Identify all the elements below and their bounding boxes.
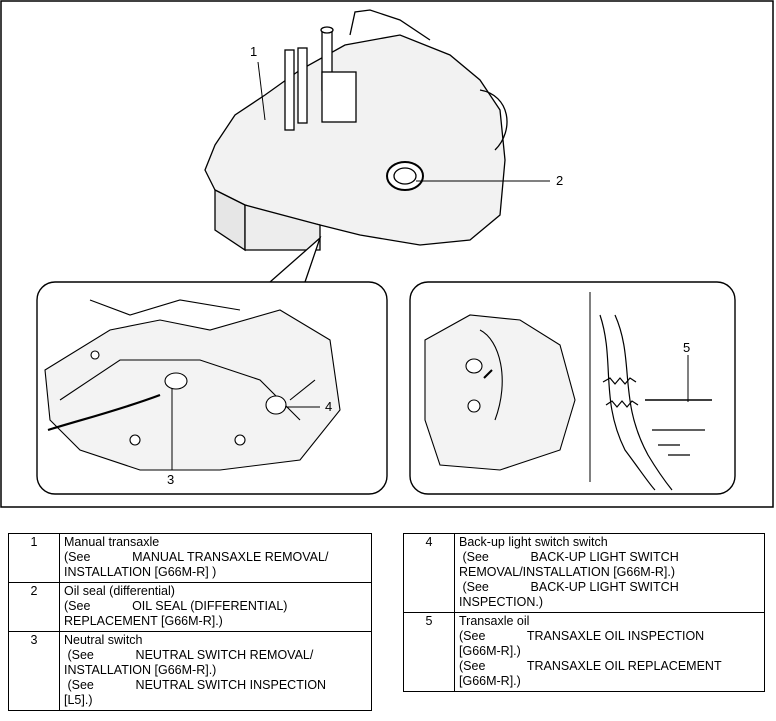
callout-4: 4 xyxy=(325,399,333,414)
legend-description: Oil seal (differential)(See OIL SEAL (DI… xyxy=(59,582,372,632)
legend-row: 1 Manual transaxle(See MANUAL TRANSAXLE … xyxy=(8,533,372,583)
callout-3: 3 xyxy=(167,472,175,487)
legend-description: Transaxle oil(See TRANSAXLE OIL INSPECTI… xyxy=(454,612,765,692)
legend-number: 3 xyxy=(8,631,60,711)
legend-number: 1 xyxy=(8,533,60,583)
legend-description: Back-up light switch switch (See BACK-UP… xyxy=(454,533,765,613)
oil-level-section xyxy=(599,314,712,491)
leader-lines xyxy=(171,61,689,470)
legend-row: 2 Oil seal (differential)(See OIL SEAL (… xyxy=(8,582,372,632)
legend-description: Neutral switch (See NEUTRAL SWITCH REMOV… xyxy=(59,631,372,711)
legend-number: 2 xyxy=(8,582,60,632)
legend-table-left: 1 Manual transaxle(See MANUAL TRANSAXLE … xyxy=(8,533,372,711)
callout-1: 1 xyxy=(250,44,258,59)
legend-number: 4 xyxy=(403,533,455,613)
legend-row: 3 Neutral switch (See NEUTRAL SWITCH REM… xyxy=(8,631,372,711)
backup-light-switch-detail xyxy=(424,314,576,471)
neutral-switch-detail xyxy=(44,299,341,471)
transaxle-housing xyxy=(204,9,508,283)
legend-row: 4 Back-up light switch switch (See BACK-… xyxy=(403,533,765,613)
legend-table-right: 4 Back-up light switch switch (See BACK-… xyxy=(403,533,765,692)
legend-description: Manual transaxle(See MANUAL TRANSAXLE RE… xyxy=(59,533,372,583)
figure-frame xyxy=(0,0,774,508)
transaxle-illustration xyxy=(0,0,774,508)
callout-2: 2 xyxy=(556,173,564,188)
legend-number: 5 xyxy=(403,612,455,692)
callout-5: 5 xyxy=(683,340,691,355)
legend-row: 5 Transaxle oil(See TRANSAXLE OIL INSPEC… xyxy=(403,612,765,692)
